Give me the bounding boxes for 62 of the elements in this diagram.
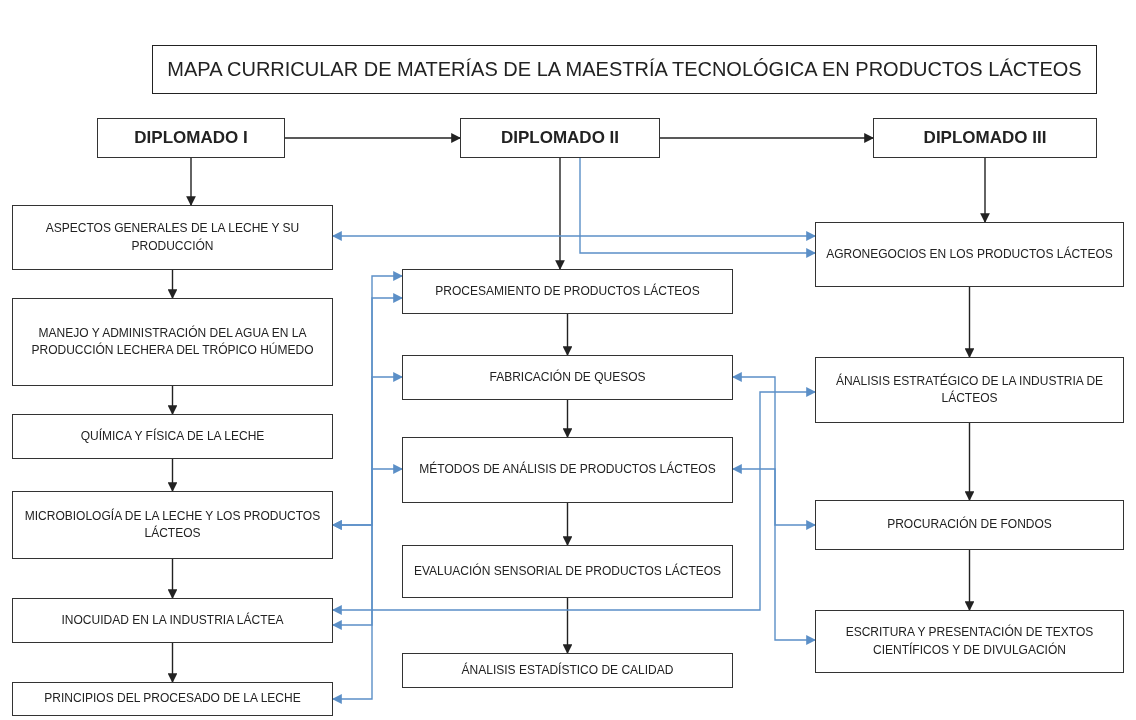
course-name: ESCRITURA Y PRESENTACIÓN DE TEXTOS CIENTÍFICOS Y DE DIVULGACIÓN (844, 624, 1095, 659)
course-name: FABRICACIÓN DE QUESOS (489, 368, 646, 386)
course-name: QUÍMICA Y FÍSICA DE LA LECHE (80, 427, 265, 445)
course-name: PROCURACIÓN DE FONDOS (887, 516, 1052, 534)
course-box (12, 298, 333, 386)
connector-arrow (555, 157, 565, 270)
course-name: MÉTODOS DE ANÁLISIS DE PRODUCTOS LÁCTEOS (419, 461, 716, 479)
course-name: PRINCIPIOS DEL PROCESADO DE LA LECHE (44, 690, 301, 708)
connector-arrow (579, 157, 816, 258)
connector-arrow (186, 157, 196, 206)
course-name: DIPLOMADO II (500, 126, 620, 149)
connector-arrow (332, 231, 816, 241)
connector-arrow (562, 313, 573, 356)
course-name: INOCUIDAD EN LA INDUSTRIA LÁCTEA (61, 611, 284, 629)
course-name: ÁNALISIS ESTADÍSTICO DE CALIDAD (461, 661, 674, 679)
course-name: ASPECTOS GENERALES DE LA LECHE Y SU PRODUCCIÓN (44, 220, 301, 255)
course-box (815, 222, 1124, 287)
header-box (460, 118, 660, 158)
header-box (97, 118, 285, 158)
connector-arrow (167, 642, 178, 683)
course-box (402, 653, 733, 688)
connector-arrow (167, 558, 178, 599)
course-name: EVALUACIÓN SENSORIAL DE PRODUCTOS LÁCTEOS (413, 562, 722, 580)
connector-arrow (562, 502, 573, 546)
course-box (12, 414, 333, 459)
course-name: PROCESAMIENTO DE PRODUCTOS LÁCTEOS (435, 282, 700, 300)
course-name: DIPLOMADO III (923, 126, 1047, 149)
connector-arrow (167, 269, 178, 299)
connector-arrow (562, 597, 573, 654)
course-box (815, 500, 1124, 550)
course-box (12, 682, 333, 716)
course-box (12, 205, 333, 270)
connector-arrow (332, 372, 403, 704)
connector-arrow (284, 133, 461, 143)
header-box (873, 118, 1097, 158)
course-name: MICROBIOLOGÍA DE LA LECHE Y LOS PRODUCTOS LÁCTEOS (23, 507, 322, 542)
course-name: MANEJO Y ADMINISTRACIÓN DEL AGUA EN LA PRODUCCIÓN LECHERA DEL TRÓPICO HÚMEDO (30, 324, 315, 359)
course-name: ÁNALISIS ESTRATÉGICO DE LA INDUSTRIA DE LÁCTEOS (834, 372, 1105, 407)
course-name: AGRONEGOCIOS EN LOS PRODUCTOS LÁCTEOS (826, 245, 1113, 263)
connector-arrow (659, 133, 874, 143)
connector-arrow (732, 372, 816, 530)
connector-arrow (167, 458, 178, 492)
course-box (402, 437, 733, 503)
connector-arrow (332, 293, 403, 630)
connector-arrow (562, 399, 573, 438)
connector-arrow (332, 464, 403, 530)
connector-arrow (167, 385, 178, 415)
course-box (402, 269, 733, 314)
connector-arrow (980, 157, 990, 223)
course-box (12, 598, 333, 643)
connector-arrow (964, 549, 975, 611)
connector-arrow (732, 464, 816, 645)
course-box (402, 355, 733, 400)
course-box (12, 491, 333, 559)
course-box (815, 610, 1124, 673)
connector-arrow (332, 387, 816, 615)
course-box (402, 545, 733, 598)
course-box (815, 357, 1124, 423)
course-name: DIPLOMADO I (134, 126, 248, 149)
connector-arrow (964, 422, 975, 501)
connector-arrow (964, 286, 975, 358)
title-box: MAPA CURRICULAR DE MATERÍAS DE LA MAESTRÍA TECNOLÓGICA EN PRODUCTOS LÁCTEOS (152, 45, 1097, 94)
